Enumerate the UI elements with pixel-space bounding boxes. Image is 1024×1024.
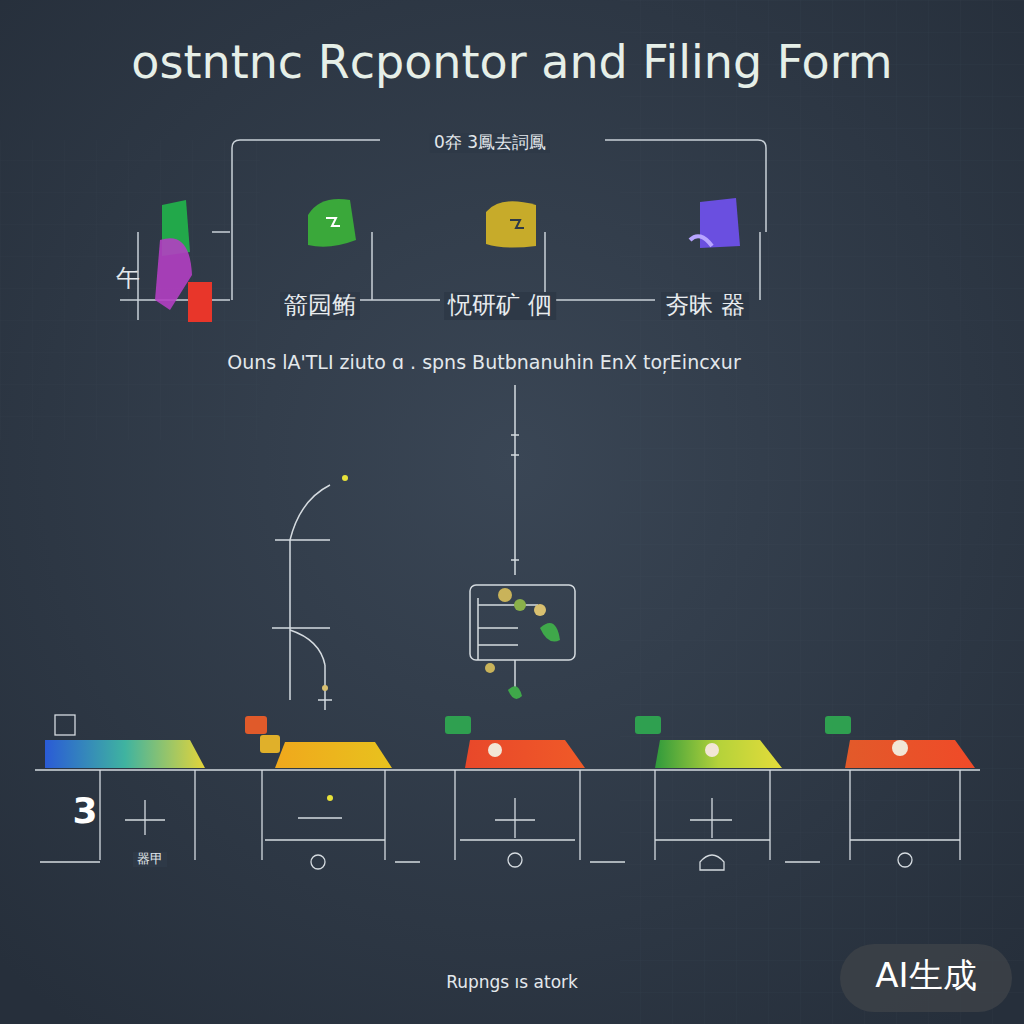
- step-label: 怳研矿 伵: [444, 292, 556, 320]
- dot: [342, 475, 348, 481]
- small-label: 器甲: [133, 852, 167, 867]
- description-text: Ouns lA'TLI ziuto ɑ . spns Butbnanuhin E…: [227, 352, 740, 374]
- watermark: AI生成: [875, 956, 976, 995]
- dot: [322, 685, 328, 691]
- device-icon: [485, 588, 560, 699]
- grid-texture: [620, 0, 1024, 1024]
- dot: [327, 795, 333, 801]
- title: ostntnc Rcpontor and Filing Form: [131, 36, 892, 89]
- watermark-badge: [840, 944, 1012, 1012]
- figure-lines: [272, 485, 332, 710]
- step-label: 箭园鲔: [280, 292, 360, 320]
- subtitle: 0㚏 3鳳去詞鳳: [430, 133, 550, 153]
- tab-row: [45, 716, 975, 768]
- icon-label: 午: [116, 265, 140, 293]
- icon-group: [155, 198, 740, 322]
- callout-number: 3: [72, 790, 97, 831]
- tab-frames: [35, 715, 980, 870]
- step-label: 夯昧 器: [661, 292, 749, 320]
- footer-text: Rupngs ıs atork: [446, 973, 578, 993]
- bracket: [120, 140, 766, 320]
- leader-line: [470, 385, 575, 690]
- grid-texture: [0, 140, 260, 440]
